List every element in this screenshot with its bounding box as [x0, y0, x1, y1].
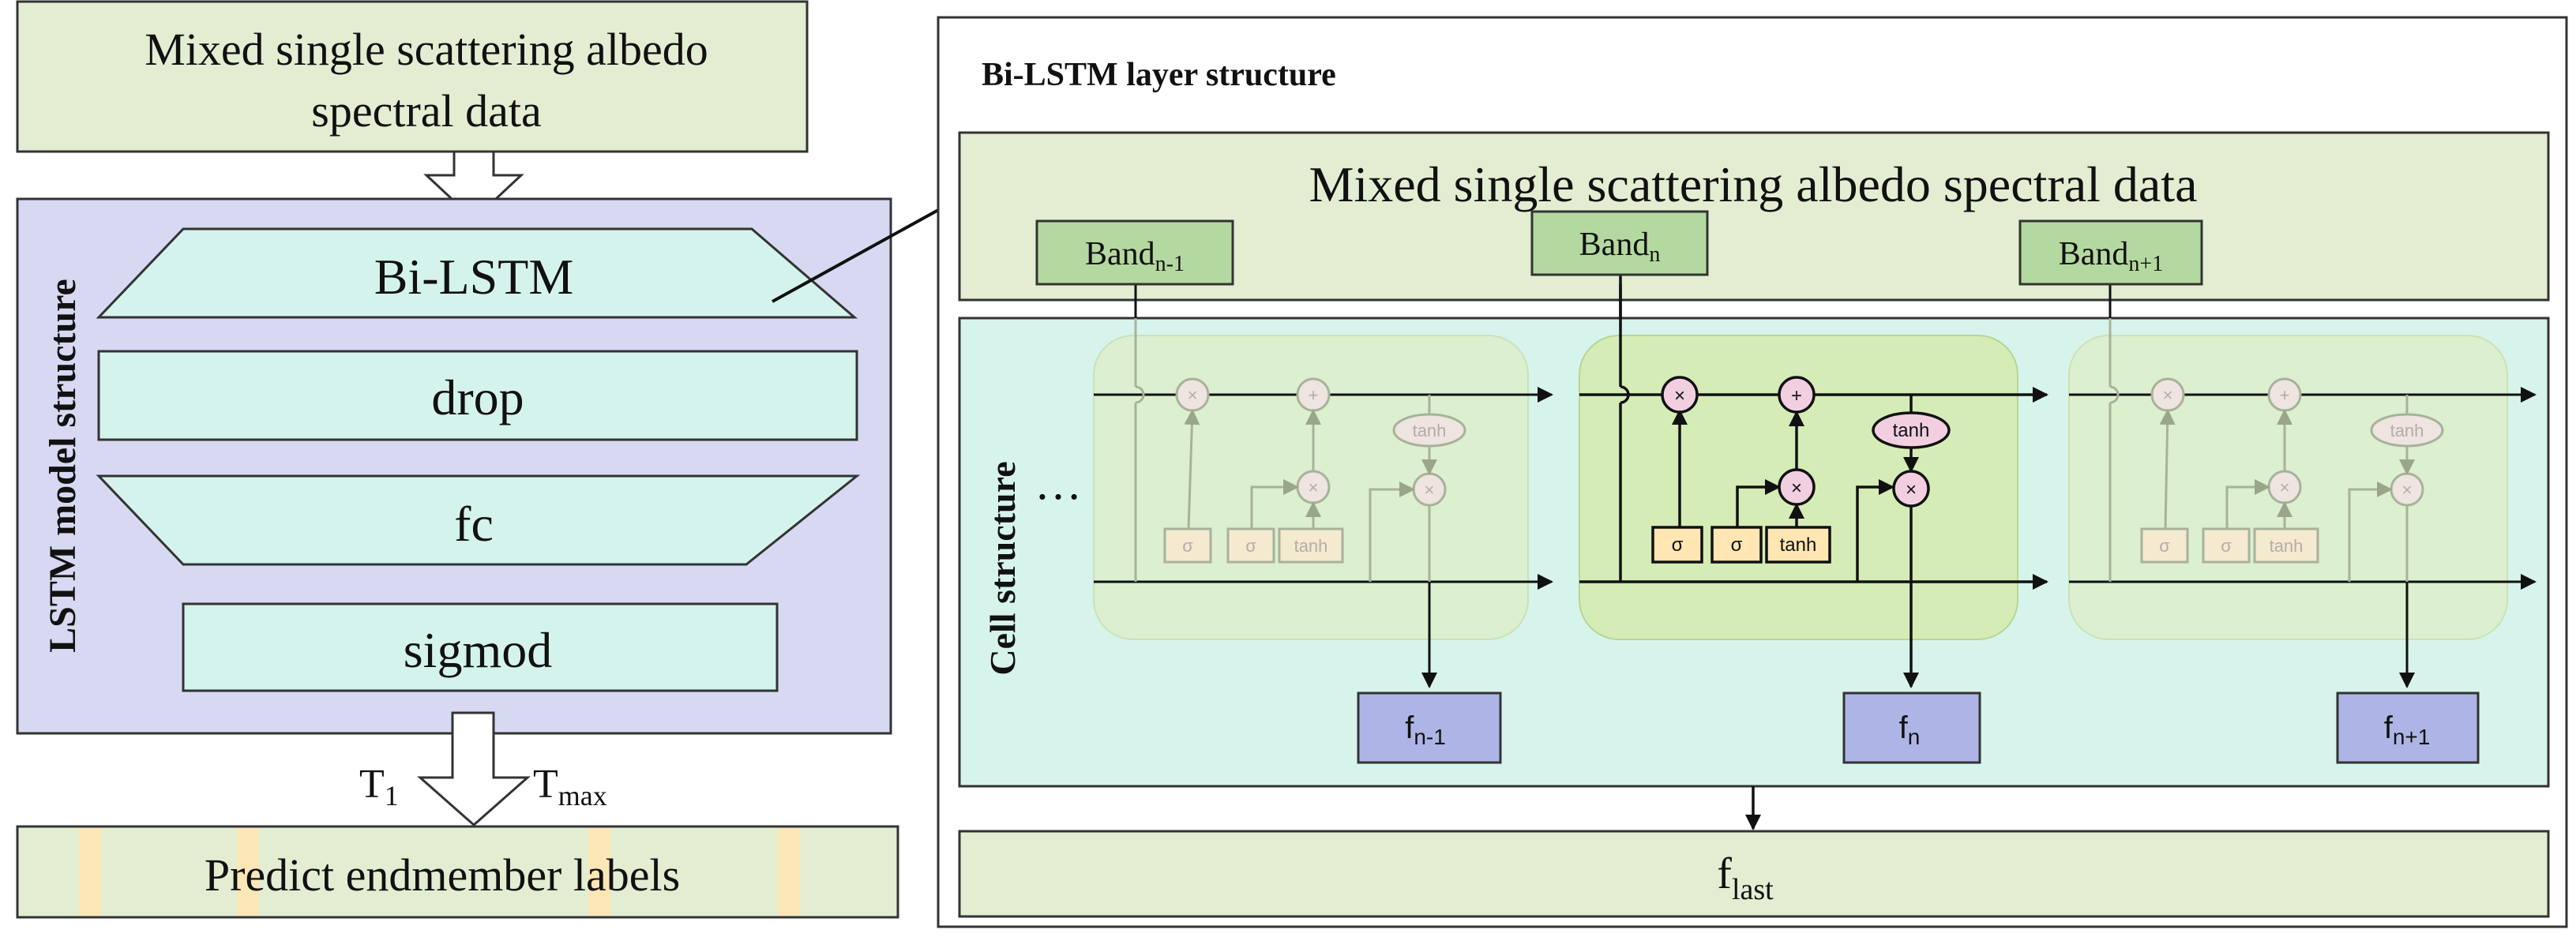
layer-bilstm-label: Bi-LSTM	[374, 249, 573, 305]
gate-tanh-faded	[2253, 527, 2319, 564]
cell-n-minus-1-labels: × + × × tanh σ σ tanh	[1182, 385, 1446, 556]
op-add-faded-symbol: +	[1309, 385, 1319, 405]
op-multiply-forget	[1661, 376, 1699, 414]
bilstm-detail-panel: Bi-LSTM layer structure Mixed single sca…	[937, 16, 2568, 928]
left-model-panel: Mixed single scattering albedo spectral …	[16, 0, 941, 919]
svg-text:flast: flast	[1717, 849, 1774, 906]
layer-sigmod	[182, 602, 779, 692]
band-n-minus-1: Bandn-1	[1035, 219, 1234, 286]
gate-tanh-faded	[1278, 527, 1344, 564]
input-data-box	[16, 0, 809, 153]
op-multiply-input	[1778, 468, 1816, 506]
op-add-faded-symbol: +	[2280, 385, 2290, 405]
input-to-model-arrow	[423, 150, 524, 222]
tanh-faded-label: tanh	[1413, 421, 1447, 440]
gate-sigma-input	[1710, 526, 1763, 564]
lstm-model-title: LSTM model structure	[42, 279, 84, 653]
sigma-faded-label: σ	[2159, 536, 2170, 556]
layer-bilstm	[96, 227, 858, 319]
op-add-symbol: +	[1791, 385, 1802, 407]
svg-text:fn: fn	[1899, 710, 1921, 749]
t-start-label: T1	[359, 762, 399, 811]
svg-text:Bandn+1: Bandn+1	[2059, 236, 2163, 276]
cell-n-minus-1	[1093, 284, 1553, 688]
sigma-faded-label: σ	[1245, 536, 1256, 556]
op-multiply-faded-symbol: ×	[2280, 478, 2290, 497]
op-multiply-symbol: ×	[1791, 478, 1802, 499]
svg-text:Bandn-1: Bandn-1	[1085, 236, 1185, 276]
gate-sigma-forget	[1651, 526, 1703, 564]
cell-n-labels: × + × × tanh σ σ tanh	[1672, 385, 1930, 556]
label-stripe	[79, 828, 101, 916]
gate-sigma-faded	[2202, 527, 2251, 564]
cell-n	[1579, 272, 2048, 688]
gate-sigma-faded	[1163, 527, 1212, 564]
layer-sigmod-label: sigmod	[404, 622, 552, 678]
tanh-faded-label: tanh	[2270, 536, 2304, 556]
svg-text:fn-1: fn-1	[1405, 710, 1446, 749]
t-end-label: Tmax	[533, 762, 607, 811]
sigma-label: σ	[1731, 534, 1743, 556]
input-data-line2: spectral data	[311, 85, 541, 137]
band-n: Bandn	[1530, 210, 1709, 276]
model-to-output-arrow	[417, 711, 531, 827]
op-add	[1778, 376, 1816, 414]
op-multiply-faded-symbol: ×	[2402, 480, 2413, 500]
layer-fc-label: fc	[454, 496, 494, 552]
output-f-n: fn	[1842, 692, 1981, 764]
sigma-faded-label: σ	[1182, 536, 1193, 556]
label-stripe	[237, 828, 259, 916]
op-multiply-faded-symbol: ×	[2163, 385, 2173, 405]
sigma-label: σ	[1672, 534, 1684, 556]
op-multiply-faded-symbol: ×	[1309, 478, 1319, 497]
output-f-n-minus-1: fn-1	[1357, 692, 1502, 764]
gate-sigma-faded	[2140, 527, 2189, 564]
op-multiply-output	[1892, 470, 1930, 508]
op-multiply-faded-symbol: ×	[1425, 480, 1435, 500]
input-banner-text: Mixed single scattering albedo spectral …	[1309, 156, 2198, 212]
gate-tanh-candidate	[1765, 526, 1831, 564]
layer-drop	[97, 350, 858, 441]
sigma-faded-label: σ	[2221, 536, 2232, 556]
ellipsis: …	[1035, 457, 1082, 509]
layer-fc	[96, 474, 861, 566]
tanh-label: tanh	[1893, 420, 1930, 441]
output-labels-text: Predict endmember labels	[205, 849, 680, 901]
input-data-line1: Mixed single scattering albedo	[145, 24, 708, 75]
tanh-node	[1872, 411, 1951, 449]
layer-drop-label: drop	[431, 369, 524, 425]
tanh-faded-label: tanh	[1294, 536, 1328, 556]
tanh-faded-label: tanh	[2390, 421, 2424, 440]
op-multiply-symbol: ×	[1674, 385, 1685, 407]
cell-n-plus-1	[2068, 284, 2537, 688]
output-labels-box: Predict endmember labels	[16, 825, 899, 919]
bilstm-layer-title: Bi-LSTM layer structure	[982, 57, 1336, 93]
svg-text:fn+1: fn+1	[2384, 710, 2431, 749]
cell-structure-title: Cell structure	[982, 461, 1023, 675]
bilstm-detail-connector	[772, 208, 941, 303]
label-stripe	[778, 828, 800, 916]
band-n-plus-1: Bandn+1	[2018, 219, 2203, 286]
op-multiply-symbol: ×	[1906, 479, 1917, 500]
output-f-n-plus-1: fn+1	[2336, 692, 2480, 764]
final-output-box: flast	[958, 830, 2550, 918]
cell-n-plus-1-labels: × + × × tanh σ σ tanh	[2159, 385, 2424, 556]
svg-text:Bandn: Bandn	[1579, 227, 1661, 267]
tanh-gate-label: tanh	[1780, 534, 1817, 556]
label-stripe	[588, 828, 610, 916]
op-multiply-faded-symbol: ×	[1188, 385, 1198, 405]
